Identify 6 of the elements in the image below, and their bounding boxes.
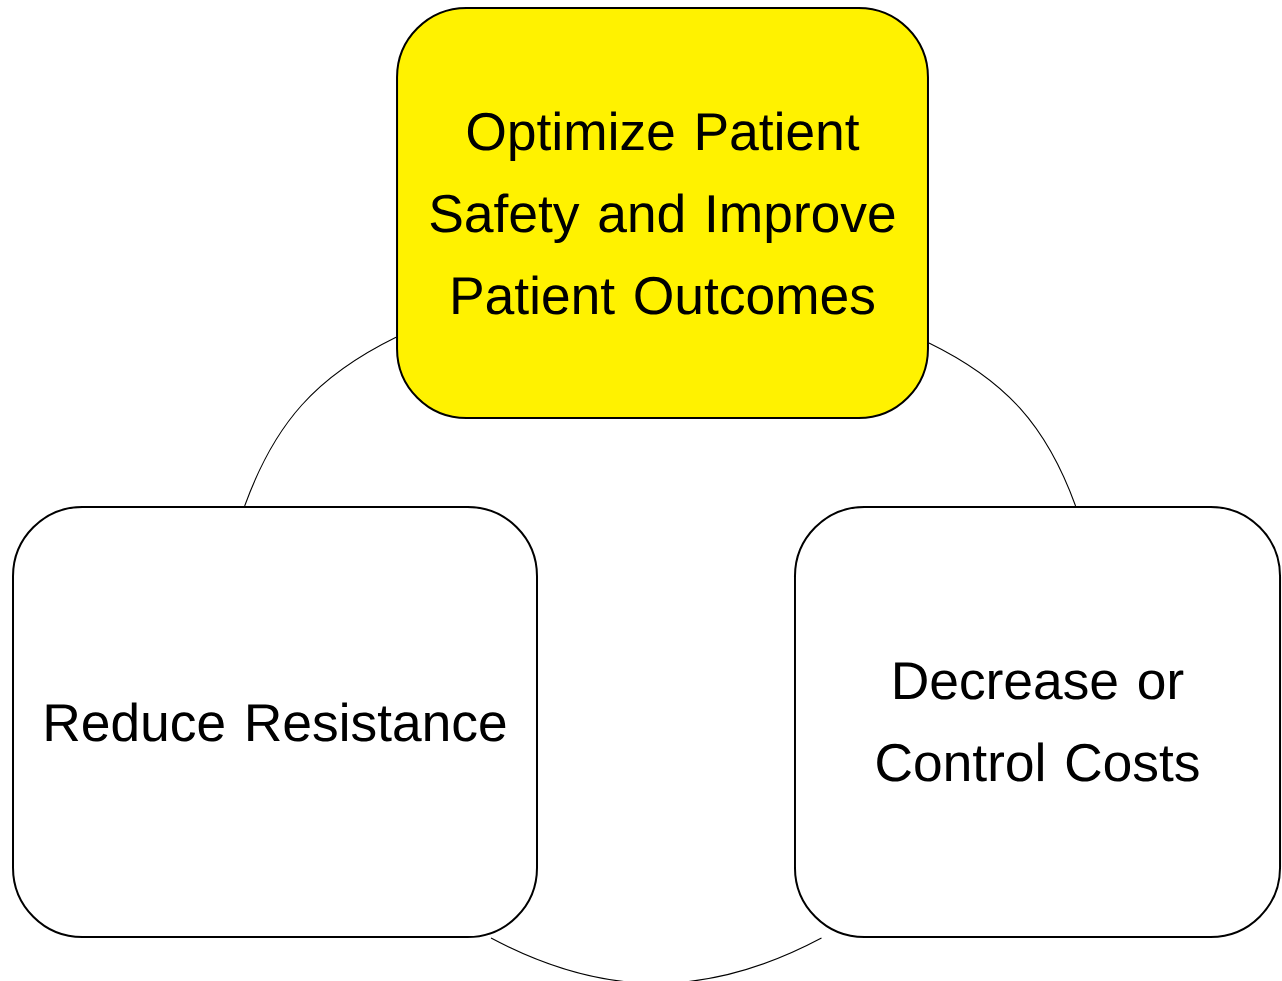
connector-arc bbox=[928, 342, 1077, 507]
process-box: Decrease or Control Costs bbox=[793, 506, 1282, 938]
connector-arc bbox=[244, 336, 397, 507]
process-box: Reduce Resistance bbox=[12, 506, 538, 938]
process-box: Optimize Patient Safety and Improve Patient Outcomes bbox=[396, 7, 929, 419]
connector-arc bbox=[490, 937, 823, 981]
